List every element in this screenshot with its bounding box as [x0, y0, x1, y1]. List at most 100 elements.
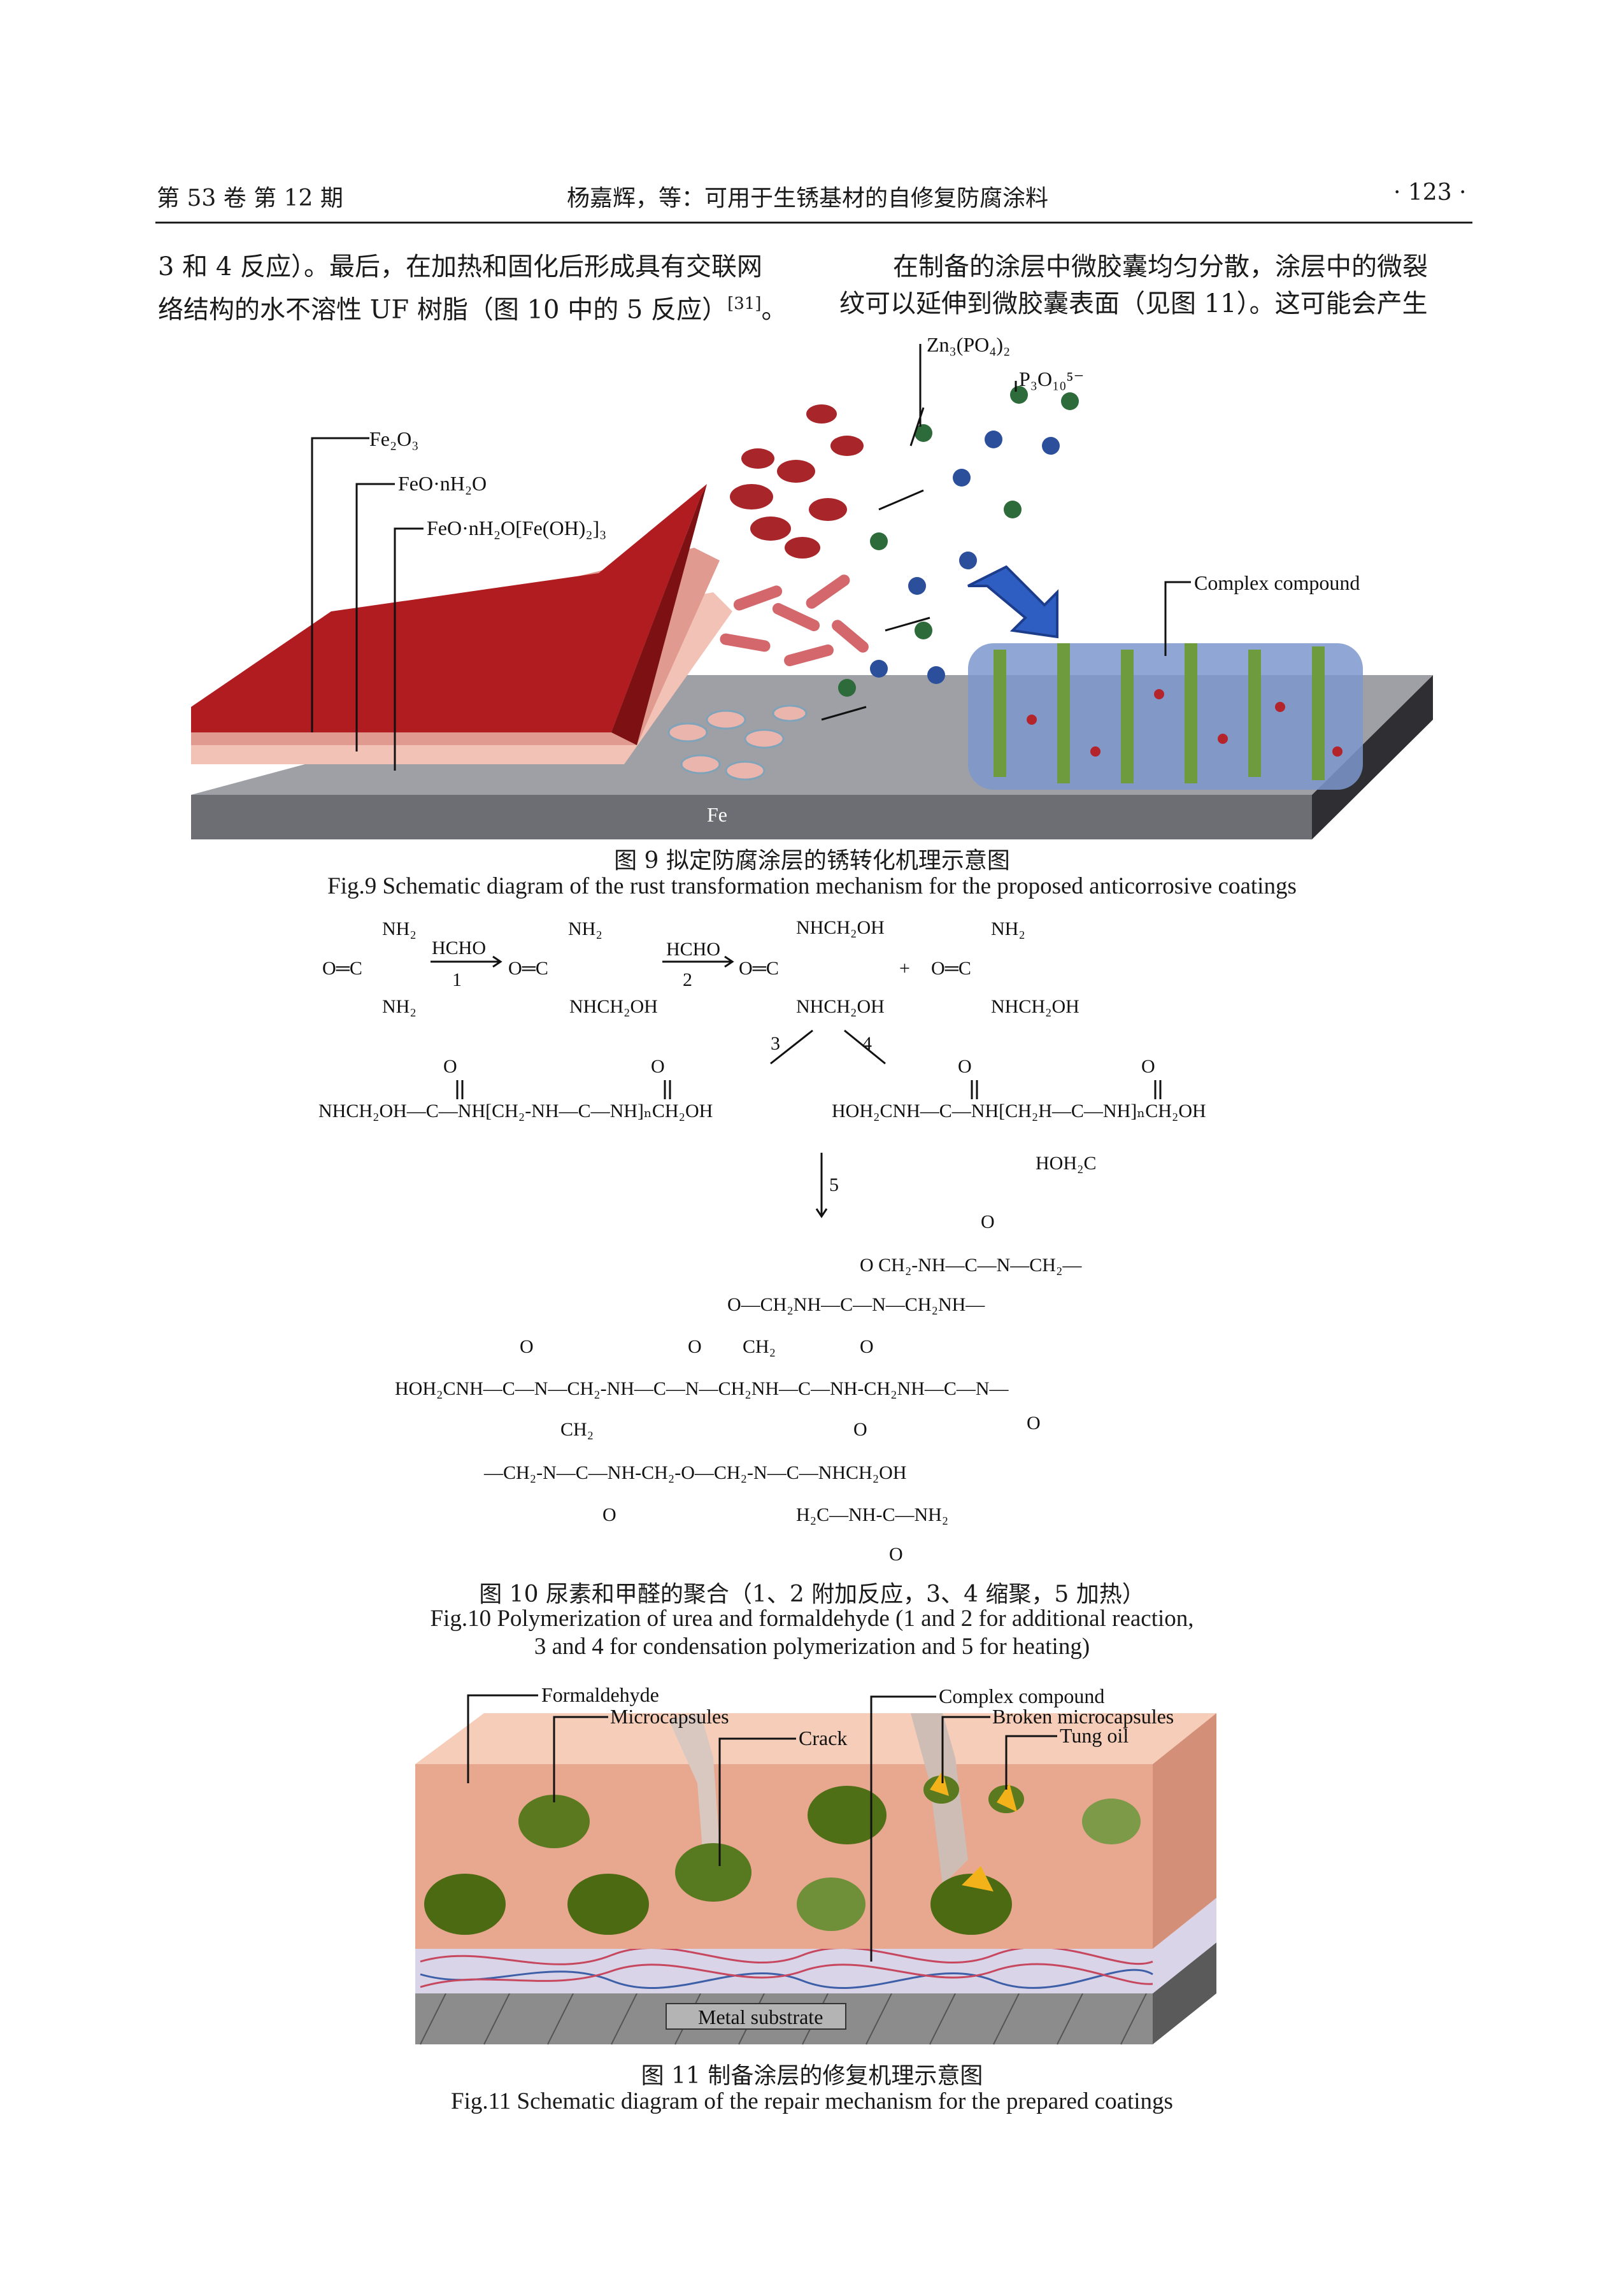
fig11-caption-cn: 图 11 制备涂层的修复机理示意图 [641, 2063, 983, 2089]
rust-rods [720, 574, 869, 667]
svg-text:O═C: O═C [322, 958, 362, 979]
label-crack: Crack [799, 1727, 847, 1749]
svg-text:NHCH₂OH: NHCH₂OH [569, 996, 658, 1017]
rust-particles [730, 404, 864, 559]
rust-layer-edge [611, 484, 707, 745]
citation-ref[interactable]: [31] [727, 294, 762, 313]
fig10-caption-en-1: Fig.10 Polymerization of urea and formal… [430, 1606, 1194, 1632]
svg-text:O: O [1141, 1056, 1155, 1077]
svg-text:O CH₂-NH—C—N—CH₂—: O CH₂-NH—C—N—CH₂— [860, 1255, 1082, 1276]
step-3: 3 [771, 1033, 780, 1054]
step-5: 5 [829, 1174, 839, 1195]
svg-text:NH₂: NH₂ [568, 918, 602, 939]
step-2: 2 [683, 969, 692, 990]
label-complex-compound-11: Complex compound [939, 1685, 1104, 1707]
phosphate-molecules [838, 386, 1079, 697]
svg-text:NHCH₂OH: NHCH₂OH [796, 996, 885, 1017]
fig10-caption-cn: 图 10 尿素和甲醛的聚合（1、2 附加反应，3、4 缩聚，5 加热） [479, 1581, 1145, 1607]
fig9-leaders [311, 344, 1191, 771]
fe-slab-side [1312, 675, 1433, 839]
fig11-leaders [467, 1694, 1057, 1962]
svg-text:O: O [958, 1056, 972, 1077]
step-4: 4 [862, 1033, 872, 1054]
fig10-arrows [431, 955, 1162, 1218]
label-fe: Fe [707, 803, 727, 826]
broken-microcapsules [923, 1771, 1024, 1892]
label-microcapsules: Microcapsules [610, 1705, 729, 1728]
label-tung-oil: Tung oil [1060, 1724, 1129, 1747]
svg-text:O: O [853, 1419, 867, 1440]
page-number: · 123 · [1393, 180, 1467, 206]
svg-text:O: O [688, 1336, 702, 1357]
svg-text:HOH₂CNH—C—NH[CH₂H—C—NH]ₙCH₂OH: HOH₂CNH—C—NH[CH₂H—C—NH]ₙCH₂OH [832, 1101, 1206, 1122]
body-right-line1: 在制备的涂层中微胶囊均匀分散，涂层中的微裂 [893, 252, 1428, 281]
coating-top [415, 1713, 1216, 1764]
fe-slab-front [191, 795, 1312, 839]
body-right-line2: 纹可以延伸到微胶囊表面（见图 11）。这可能会产生 [839, 289, 1428, 318]
step-1: 1 [452, 969, 462, 990]
svg-text:NH₂: NH₂ [382, 996, 417, 1017]
svg-text:NH₂: NH₂ [382, 918, 417, 939]
body-left-line2: 络结构的水不溶性 UF 树脂（图 10 中的 5 反应）[31]。 [158, 294, 787, 325]
rust-layer-1 [191, 484, 707, 732]
svg-text:O: O [651, 1056, 665, 1077]
volume-issue: 第 53 卷 第 12 期 [157, 185, 343, 211]
substrate-label-box [666, 2003, 846, 2030]
substrate-hatch [420, 1993, 1147, 2045]
svg-text:H₂C—NH-C—NH₂: H₂C—NH-C—NH₂ [796, 1504, 948, 1525]
label-zn3po4: Zn₃(PO₄)₂ [927, 333, 1010, 356]
fig9-caption-en: Fig.9 Schematic diagram of the rust tran… [327, 873, 1297, 899]
big-arrow [967, 565, 1058, 639]
svg-text:O: O [443, 1056, 457, 1077]
label-complex-compound: Complex compound [1194, 571, 1360, 594]
fig11-caption-en: Fig.11 Schematic diagram of the repair m… [451, 2088, 1173, 2114]
running-title: 杨嘉辉，等：可用于生锈基材的自修复防腐涂料 [567, 185, 1049, 211]
svg-text:O: O [602, 1504, 616, 1525]
label-formaldehyde: Formaldehyde [541, 1683, 659, 1706]
rust-flakes [667, 704, 808, 781]
svg-text:CH₂: CH₂ [560, 1419, 594, 1440]
label-p3o10: P₃O₁₀⁵⁻ [1019, 367, 1084, 390]
svg-text:O: O [520, 1336, 534, 1357]
label-feo-feoh: FeO·nH₂O[Fe(OH)₂]₃ [427, 517, 606, 539]
label-fe2o3: Fe₂O₃ [369, 427, 418, 450]
header-rule [155, 222, 1472, 224]
svg-text:NHCH₂OH: NHCH₂OH [991, 996, 1079, 1017]
svg-text:—CH₂-N—C—NH-CH₂-O—CH₂-N—C—NHCH: —CH₂-N—C—NH-CH₂-O—CH₂-N—C—NHCH₂OH [483, 1462, 907, 1483]
svg-text:O: O [889, 1544, 903, 1565]
svg-text:O═C: O═C [931, 958, 971, 979]
body-left-column: 3 和 4 反应）。最后，在加热和固化后形成具有交联网 络结构的水不溶性 UF … [158, 248, 787, 328]
complex-compound-coating [968, 643, 1363, 790]
label-feo-nh2o: FeO·nH₂O [398, 472, 487, 495]
fig10-caption-en-2: 3 and 4 for condensation polymerization … [534, 1634, 1090, 1660]
svg-text:HOH₂C: HOH₂C [1036, 1153, 1096, 1174]
svg-text:CH₂: CH₂ [743, 1336, 776, 1357]
svg-text:O: O [981, 1211, 995, 1232]
svg-text:O: O [860, 1336, 874, 1357]
label-broken-microcapsules: Broken microcapsules [992, 1705, 1174, 1728]
svg-text:HOH₂CNH—C—N—CH₂-NH—C—N—CH₂NH—C: HOH₂CNH—C—N—CH₂-NH—C—N—CH₂NH—C—NH-CH₂NH—… [395, 1378, 1009, 1399]
crack-1 [669, 1713, 720, 1866]
body-right-column: 在制备的涂层中微胶囊均匀分散，涂层中的微裂 纹可以延伸到微胶囊表面（见图 11）… [839, 248, 1428, 322]
svg-text:O—CH₂NH—C—N—CH₂NH—: O—CH₂NH—C—N—CH₂NH— [727, 1294, 985, 1315]
coating-front [415, 1764, 1153, 1949]
svg-text:NH₂: NH₂ [991, 918, 1025, 939]
fig9-caption-cn: 图 9 拟定防腐涂层的锈转化机理示意图 [614, 848, 1010, 874]
label-metal-substrate: Metal substrate [698, 2006, 823, 2028]
plus-sign: + [899, 958, 910, 979]
svg-text:O═C: O═C [508, 958, 548, 979]
body-left-line1: 3 和 4 反应）。最后，在加热和固化后形成具有交联网 [158, 252, 763, 281]
svg-text:NHCH₂OH: NHCH₂OH [796, 917, 885, 938]
svg-text:NHCH₂OH—C—NH[CH₂-NH—C—NH]ₙCH₂O: NHCH₂OH—C—NH[CH₂-NH—C—NH]ₙCH₂OH [318, 1101, 713, 1122]
reaction-arrows [821, 407, 930, 721]
svg-text:O: O [1027, 1413, 1041, 1434]
substrate-side [1153, 1942, 1216, 2044]
microcapsules [424, 1786, 1141, 1935]
reagent-hcho-2: HCHO [666, 939, 720, 960]
svg-text:O═C: O═C [739, 958, 779, 979]
coating-side [1153, 1713, 1216, 1949]
reagent-hcho-1: HCHO [432, 937, 486, 958]
